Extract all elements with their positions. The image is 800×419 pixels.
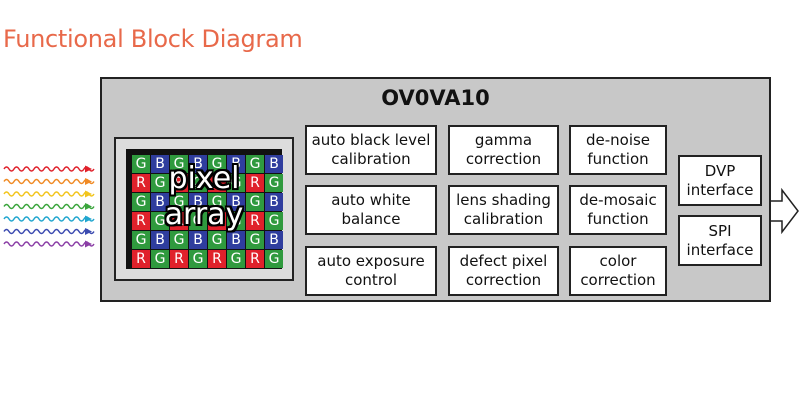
light-ray [3, 241, 95, 247]
pixel-cell: R [170, 212, 188, 230]
pixel-cell: B [189, 231, 207, 249]
pixel-cell: R [246, 174, 264, 192]
light-ray [3, 166, 95, 172]
pixel-cell: B [189, 155, 207, 173]
light-ray-arrowhead [85, 190, 92, 198]
light-ray-arrowhead [85, 178, 92, 185]
pixel-cell: R [246, 250, 264, 268]
light-ray-arrowhead [85, 215, 92, 223]
pixel-cell: R [208, 250, 226, 268]
pixel-cell: G [246, 193, 264, 211]
pixel-cell: B [189, 193, 207, 211]
gamma-block: gamma correction [448, 125, 559, 175]
light-ray-arrowhead [85, 165, 92, 173]
pixel-cell: G [189, 250, 207, 268]
light-ray [3, 228, 95, 235]
pixel-cell: R [170, 250, 188, 268]
pixel-cell: G [170, 155, 188, 173]
pixel-cell: G [170, 193, 188, 211]
light-ray [3, 178, 95, 185]
lens-shading-block: lens shading calibration [448, 185, 559, 235]
pixel-cell: G [151, 212, 169, 230]
pixel-cell: R [132, 212, 150, 230]
pixel-cell: B [151, 231, 169, 249]
pixel-cell: B [227, 231, 245, 249]
pixel-cell: G [265, 174, 283, 192]
chip-name: OV0VA10 [381, 86, 490, 110]
light-ray-arrowhead [85, 240, 92, 248]
pixel-cell: G [227, 250, 245, 268]
pixel-cell: B [265, 193, 283, 211]
pixel-cell: G [265, 250, 283, 268]
auto-exposure-block: auto exposure control [305, 246, 437, 296]
defect-pixel-block: defect pixel correction [448, 246, 559, 296]
pixel-cell: G [151, 174, 169, 192]
pixel-cell: G [170, 231, 188, 249]
pixel-cell: R [132, 174, 150, 192]
auto-white-balance-block: auto white balance [305, 185, 437, 235]
diagram-title: Functional Block Diagram [3, 25, 303, 53]
light-ray-arrowhead [85, 228, 92, 235]
pixel-cell: G [246, 231, 264, 249]
pixel-cell: G [208, 231, 226, 249]
pixel-cell: B [151, 155, 169, 173]
pixel-cell: G [151, 250, 169, 268]
pixel-cell: B [151, 193, 169, 211]
incoming-light-rays [3, 165, 95, 248]
color-correction-block: color correction [569, 246, 667, 296]
auto-black-level-block: auto black level calibration [305, 125, 437, 175]
demosaic-block: de-mosaic function [569, 185, 667, 235]
light-ray [3, 203, 95, 210]
pixel-cell: R [208, 212, 226, 230]
pixel-cell: G [189, 212, 207, 230]
pixel-cell: G [208, 193, 226, 211]
denoise-block: de-noise function [569, 125, 667, 175]
pixel-cell: R [132, 250, 150, 268]
output-arrow-icon [771, 188, 799, 234]
pixel-cell: B [265, 231, 283, 249]
pixel-cell: G [208, 155, 226, 173]
pixel-cell: G [227, 174, 245, 192]
pixel-cell: G [265, 212, 283, 230]
light-ray [3, 191, 95, 197]
pixel-cell: G [227, 212, 245, 230]
pixel-cell: G [132, 155, 150, 173]
light-ray [3, 216, 95, 222]
pixel-cell: G [132, 193, 150, 211]
pixel-cell: B [227, 193, 245, 211]
pixel-cell: R [246, 212, 264, 230]
pixel-cell: B [227, 155, 245, 173]
pixel-cell: G [132, 231, 150, 249]
pixel-cell: G [246, 155, 264, 173]
pixel-cell: G [189, 174, 207, 192]
spi-interface-block: SPI interface [678, 215, 762, 266]
light-ray-arrowhead [85, 203, 92, 210]
pixel-cell: B [265, 155, 283, 173]
pixel-cell: R [208, 174, 226, 192]
dvp-interface-block: DVP interface [678, 155, 762, 206]
pixel-cell: R [170, 174, 188, 192]
